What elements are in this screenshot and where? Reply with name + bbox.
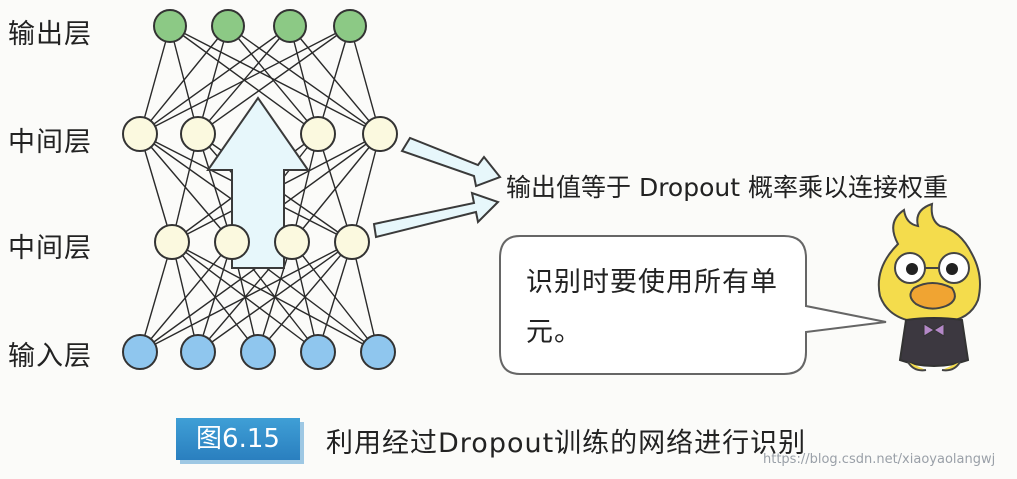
connection-line xyxy=(197,241,353,353)
output-layer-label: 输出层 xyxy=(8,19,92,50)
speech-bubble xyxy=(499,235,887,375)
connection-line xyxy=(351,241,379,353)
hidden-bottom-node xyxy=(154,224,190,260)
connection-line xyxy=(139,25,171,135)
dropout-annotation: 输出值等于 Dropout 概率乘以连接权重 xyxy=(506,173,948,202)
input-node xyxy=(360,334,396,370)
connection-line xyxy=(139,25,229,135)
connection-line xyxy=(291,133,381,243)
connection-line xyxy=(317,133,353,243)
hidden-layer-top-label: 中间层 xyxy=(8,127,92,158)
output-node xyxy=(333,9,367,43)
hidden-top-node xyxy=(300,116,336,152)
figure-caption: 利用经过Dropout训练的网络进行识别 xyxy=(326,428,807,459)
input-node xyxy=(122,334,158,370)
connection-line xyxy=(317,25,351,135)
hidden-layer-bottom-label: 中间层 xyxy=(8,233,92,264)
hidden-top-node xyxy=(122,116,158,152)
hidden-bottom-node xyxy=(214,224,250,260)
connection-line xyxy=(171,241,199,353)
connection-line xyxy=(257,241,353,353)
connection-line xyxy=(139,241,353,353)
connection-line xyxy=(317,241,353,353)
connection-line xyxy=(289,25,381,135)
pointer-arrow-upper xyxy=(400,136,502,188)
bird-mascot-icon xyxy=(877,202,981,372)
connection-line xyxy=(139,241,233,353)
connection-line xyxy=(197,25,351,135)
connection-line xyxy=(197,25,229,135)
output-node xyxy=(273,9,307,43)
connection-line xyxy=(139,25,291,135)
input-node xyxy=(180,334,216,370)
input-node xyxy=(240,334,276,370)
hidden-top-node xyxy=(180,116,216,152)
output-node xyxy=(211,9,245,43)
connection-line xyxy=(139,133,233,243)
connection-line xyxy=(351,133,381,243)
output-node xyxy=(153,9,187,43)
hidden-top-node xyxy=(362,116,398,152)
figure-number-badge: 图6.15 xyxy=(176,418,300,460)
hidden-bottom-node xyxy=(274,224,310,260)
connection-line xyxy=(139,241,173,353)
connection-line xyxy=(349,25,381,135)
connection-line xyxy=(171,133,199,243)
input-node xyxy=(300,334,336,370)
connection-line xyxy=(139,133,173,243)
connection-line xyxy=(289,25,319,135)
watermark: https://blog.csdn.net/xiaoyaolangwj xyxy=(763,452,996,467)
hidden-bottom-node xyxy=(334,224,370,260)
input-layer-label: 输入层 xyxy=(8,341,92,372)
connection-line xyxy=(197,133,233,243)
speech-bubble-text: 识别时要使用所有单元。 xyxy=(526,267,778,348)
connection-line xyxy=(139,25,351,135)
network-nodes xyxy=(122,9,398,370)
pointer-arrow-lower xyxy=(372,191,500,239)
